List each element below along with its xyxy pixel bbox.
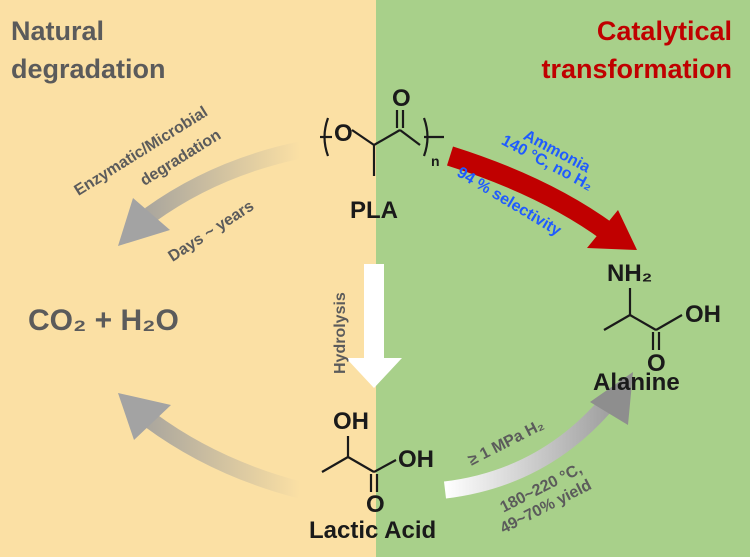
catalytic-title-line1: Catalytical [596, 16, 732, 46]
lactic-acid-acid-hydroxyl: OH [398, 446, 434, 473]
hydrolysis-label: Hydrolysis [332, 292, 349, 374]
alanine-amino-group: NH₂ [607, 260, 653, 287]
pla-ester-oxygen: O [334, 120, 353, 147]
ammonia-catalytic-arrow [446, 146, 637, 250]
pla-subscript-n: n [431, 153, 440, 169]
alanine-hydroxyl: OH [685, 301, 721, 328]
natural-title-line2: degradation [11, 54, 166, 84]
enzymatic-degradation-arrow [118, 141, 302, 246]
pla-carbonyl-oxygen: O [392, 85, 411, 112]
lactic-acid-degradation-arrow [118, 393, 303, 499]
hydrogenation-arrow [443, 372, 633, 499]
lactic-acid-structure [321, 436, 397, 492]
alanine-structure [603, 288, 683, 350]
lactic-acid-hydroxyl-top: OH [333, 408, 369, 435]
pla-name: PLA [350, 197, 398, 224]
alanine-carbonyl-oxygen: O [647, 350, 666, 377]
lactic-acid-carbonyl-oxygen: O [366, 491, 385, 518]
catalytic-title-line2: transformation [541, 54, 732, 84]
catalytic-transformation-panel [376, 0, 750, 557]
alanine-name: Alanine [593, 369, 680, 396]
lactic-acid-name: Lactic Acid [309, 517, 437, 544]
hydrolysis-arrow [346, 264, 402, 388]
natural-degradation-panel [0, 0, 376, 557]
natural-title-line1: Natural [11, 16, 105, 46]
co2-h2o-products: CO₂ + H₂O [28, 304, 179, 337]
pla-structure [320, 110, 444, 176]
